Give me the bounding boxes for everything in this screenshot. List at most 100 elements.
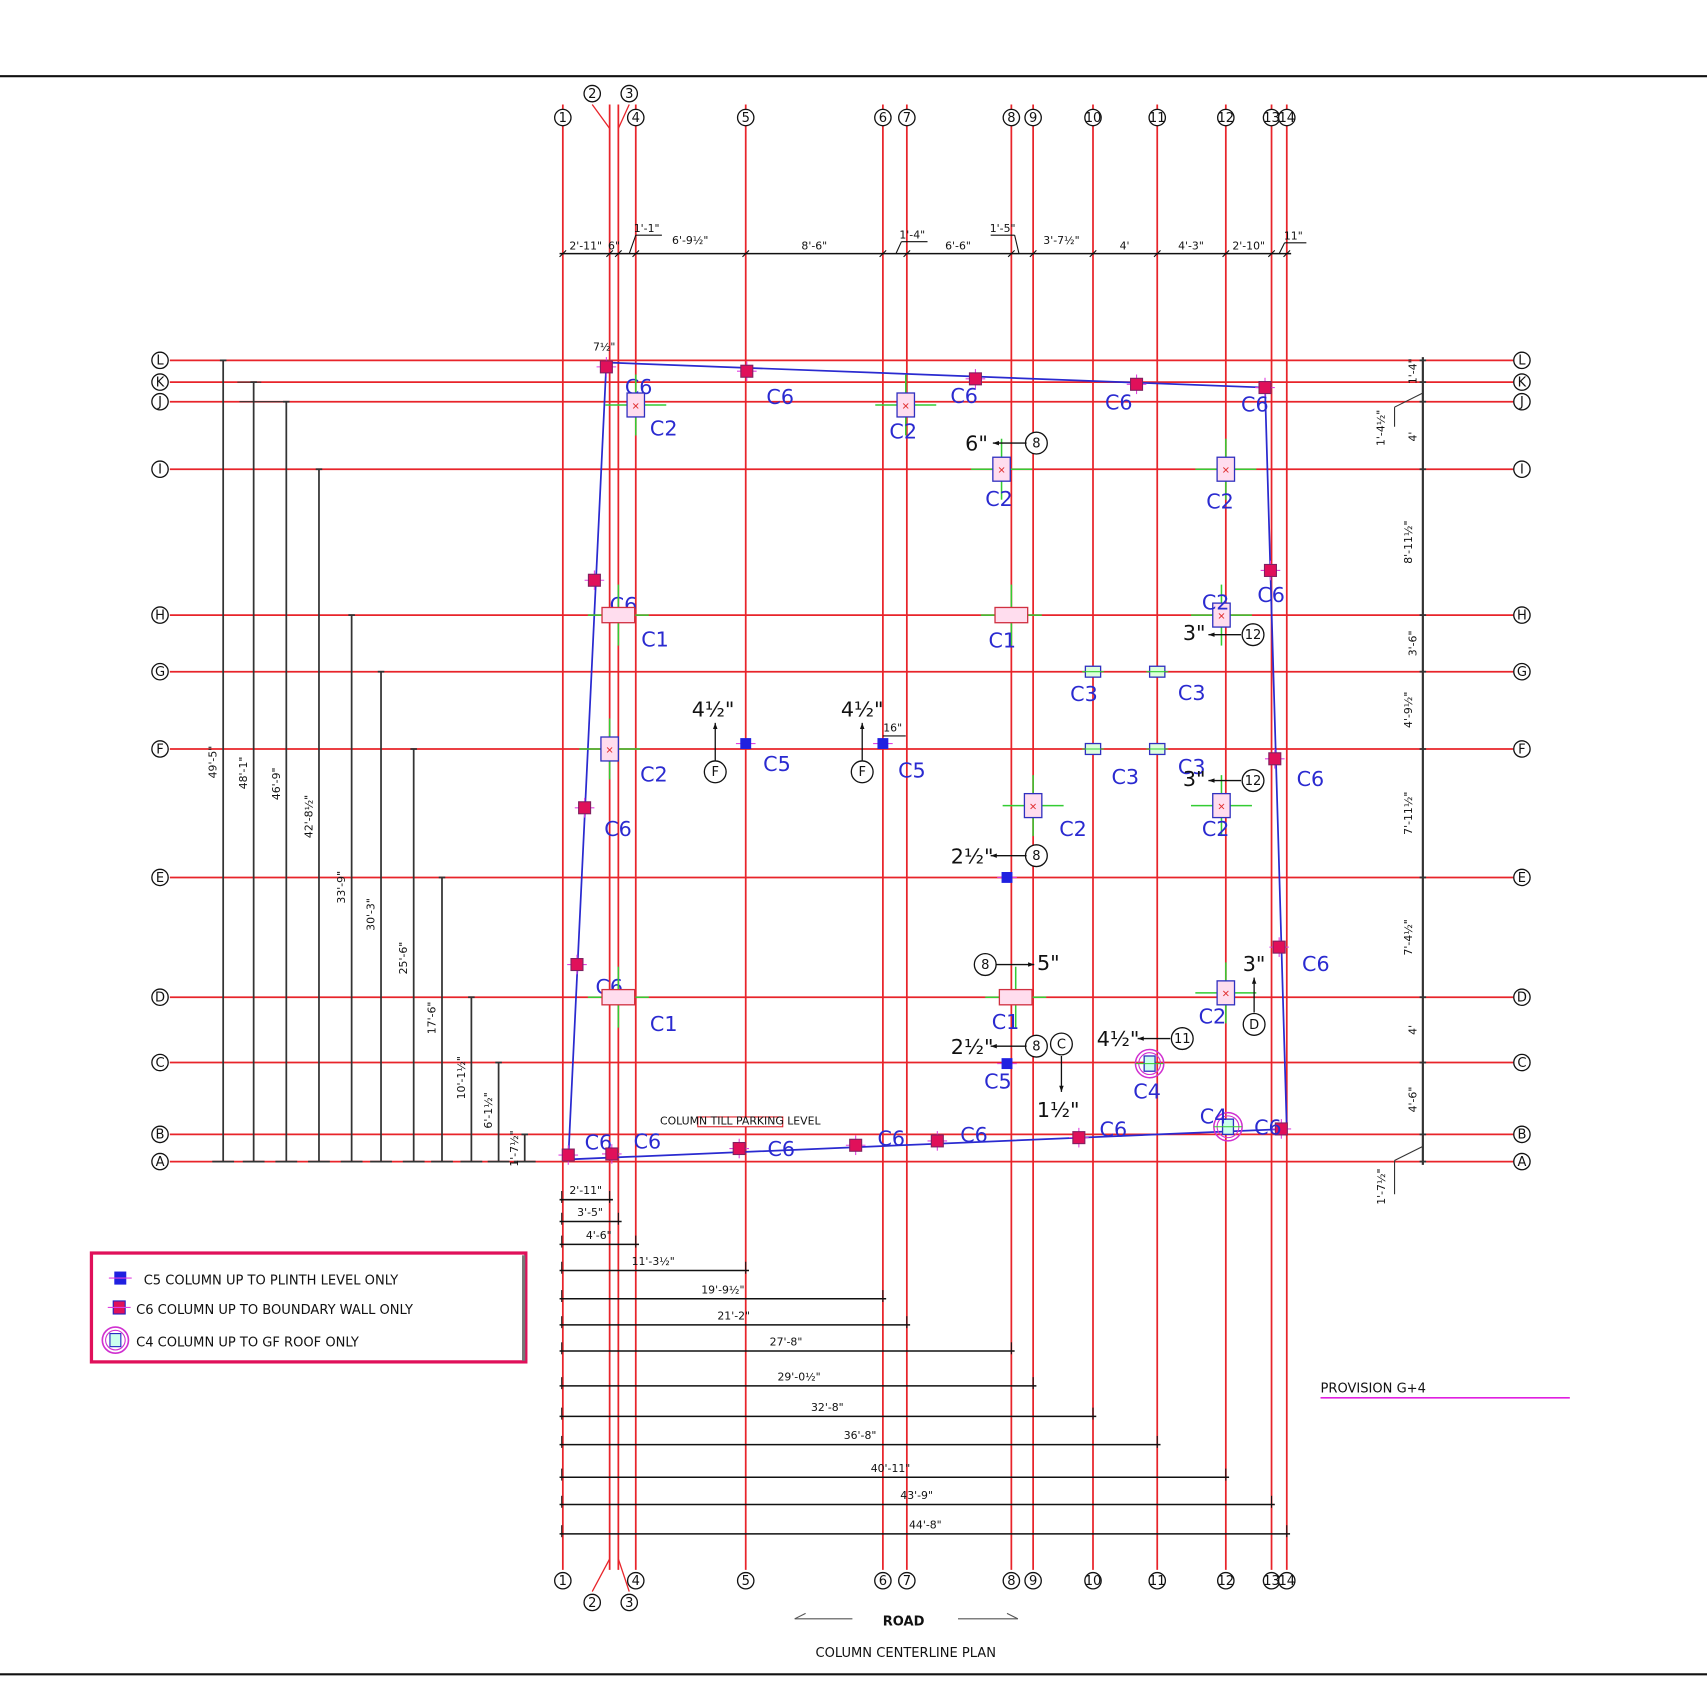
bottom-dimension-label: 40'-11" xyxy=(871,1462,911,1475)
column-c6: C6 xyxy=(1265,748,1324,791)
dim-tick xyxy=(1267,250,1276,258)
grid-bubble-right: J xyxy=(1519,395,1524,410)
top-dimension-label: 1'-5" xyxy=(990,222,1016,235)
column-c2: ✕C2 xyxy=(1190,584,1252,646)
grid-bubble-bottom: 14 xyxy=(1278,1574,1295,1589)
dim-tick xyxy=(1089,250,1097,258)
column-label: C3 xyxy=(1070,682,1098,706)
column-c5: C5 xyxy=(735,738,791,776)
grid-bubble-right-circle xyxy=(1513,662,1531,681)
grid-bubble-left-circle xyxy=(151,1152,169,1171)
rebar-icon: ✕ xyxy=(1029,802,1037,813)
c6-column-marker xyxy=(740,364,754,378)
parking-note: COLUMN TILL PARKING LEVEL xyxy=(660,1115,821,1128)
column-label: C1 xyxy=(641,628,669,652)
c6-column-marker xyxy=(1274,1122,1288,1136)
right-dimension-label: 4'-6" xyxy=(1406,1087,1419,1113)
grid-bubble-right: K xyxy=(1518,375,1527,390)
column-label: C6 xyxy=(634,1130,662,1154)
bottom-dimension-label: 4'-6" xyxy=(586,1229,612,1242)
grid-bubble-right-circle xyxy=(1513,392,1531,411)
grid-bubble-top-circle xyxy=(620,84,639,103)
arrowhead-icon xyxy=(1251,977,1257,984)
dim-tick xyxy=(1222,250,1230,258)
grid-bubble-top-circle xyxy=(874,108,892,127)
bottom-dimension-label: 44'-8" xyxy=(909,1518,942,1531)
right-dimension-label: 7'-4½" xyxy=(1402,919,1415,955)
left-dimension-label: 48'-1" xyxy=(237,757,250,790)
column-label: C6 xyxy=(1302,952,1330,976)
c6-column-marker xyxy=(968,372,982,386)
column-label: C2 xyxy=(650,416,678,440)
dim-tick xyxy=(903,250,911,258)
offset-dimension-label: 4½" xyxy=(841,697,884,721)
grid-bubble-right-circle xyxy=(1513,460,1531,479)
grid-bubble-left-circle xyxy=(151,606,169,624)
column-c1: C1 xyxy=(587,584,669,652)
dim-tick xyxy=(1007,250,1016,258)
top-dimension-label: 2'-11" xyxy=(569,239,602,252)
grid-bubble-right: F xyxy=(1518,742,1526,757)
bottom-dimension-label: 43'-9" xyxy=(900,1489,933,1502)
grid-bubble-left-circle xyxy=(151,1053,169,1072)
c4-legend-icon xyxy=(105,1329,126,1351)
grid-bubble-bottom-circle xyxy=(1084,1571,1102,1590)
top-dimension-label: 4' xyxy=(1120,239,1130,252)
column-label: C2 xyxy=(1202,591,1230,615)
rebar-icon: ✕ xyxy=(1222,989,1230,1000)
grid-bubble-top: 6 xyxy=(879,111,887,126)
grid-bubble-bottom: 6 xyxy=(879,1574,887,1589)
grid-bubble-right-circle xyxy=(1513,373,1531,391)
grid-bubble-bottom: 3 xyxy=(625,1596,633,1611)
rebar-icon: ✕ xyxy=(1217,802,1225,813)
column-c6: C6 xyxy=(927,1123,988,1151)
grid-bubble-bottom-circle xyxy=(1024,1571,1042,1590)
grid-bubble-bottom-circle xyxy=(554,1571,572,1590)
offset-reference-bubble-circle xyxy=(1241,769,1265,793)
dim-leader xyxy=(1394,392,1424,408)
column-label: C2 xyxy=(985,487,1013,511)
grid-bubble-top-circle xyxy=(1148,108,1167,127)
grid-bubble-bottom: 1 xyxy=(559,1574,567,1589)
column-label: C6 xyxy=(1257,583,1285,607)
offset-dimension-label: 16" xyxy=(883,722,902,735)
column-label: C3 xyxy=(1178,755,1206,779)
column-c4: C4 xyxy=(1133,1048,1165,1103)
column-c6: C6 xyxy=(1241,377,1275,417)
dim-tick xyxy=(879,250,887,258)
grid-bubble-top: 1 xyxy=(559,111,567,126)
right-dimension-label: 7'-11½" xyxy=(1402,792,1415,835)
dim-leader xyxy=(895,241,902,254)
arrowhead-icon xyxy=(1059,1085,1064,1092)
grid-bubble-bottom: 2 xyxy=(588,1596,596,1611)
arrowhead-icon xyxy=(990,1043,997,1049)
c1-column-marker xyxy=(601,606,636,624)
offset-reference-bubble-circle xyxy=(1242,1012,1266,1036)
c6-column-marker xyxy=(1268,752,1282,766)
top-dimension-label: 6'-9½" xyxy=(672,234,708,247)
column-c3: C3 xyxy=(1146,742,1206,779)
column-label: C2 xyxy=(889,420,917,444)
arrowhead-icon xyxy=(1137,1036,1144,1041)
top-dimension-label: 11" xyxy=(1284,230,1303,243)
grid-bubble-bottom-circle xyxy=(1277,1571,1296,1590)
column-label: C6 xyxy=(1105,390,1133,414)
column-label: C6 xyxy=(950,384,978,408)
road-label: ROAD xyxy=(883,1614,925,1629)
dim-tick xyxy=(742,250,750,258)
column-c2: ✕C2 xyxy=(1195,962,1257,1028)
bottom-dimension-label: 32'-8" xyxy=(811,1401,844,1414)
column-c1: C1 xyxy=(985,966,1047,1034)
grid-bubble-right: G xyxy=(1517,665,1527,680)
rebar-icon: ✕ xyxy=(1222,466,1230,477)
column-c3: C3 xyxy=(1070,665,1104,706)
grid-bubble-right-circle xyxy=(1513,988,1531,1007)
grid-bubble-right: I xyxy=(1520,463,1524,478)
column-c6: C6 xyxy=(1069,1118,1127,1148)
column-label: C6 xyxy=(877,1126,905,1150)
offset-reference-bubble: 11 xyxy=(1174,1032,1191,1047)
grid-bubble-bottom-circle xyxy=(736,1571,755,1590)
grid-bubble-top-circle xyxy=(736,108,755,127)
column-c4: C4 xyxy=(1200,1104,1243,1142)
grid-bubble-left-circle xyxy=(151,868,169,887)
